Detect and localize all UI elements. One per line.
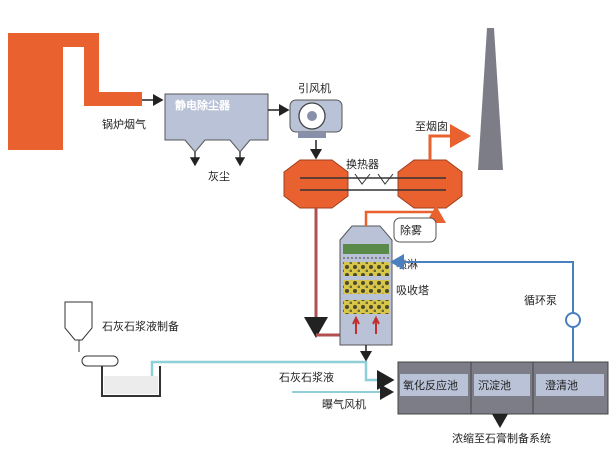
label-settling-tank: 沉淀池	[478, 378, 511, 392]
label-limestone-prep: 石灰石浆液制备	[102, 319, 179, 333]
label-clarifying-tank: 澄清池	[545, 378, 578, 392]
label-esp: 静电除尘器	[175, 98, 231, 112]
label-aeration-fan: 曝气风机	[322, 397, 366, 411]
slurry-feed-line	[150, 360, 395, 390]
absorber-tower	[339, 225, 393, 346]
label-oxidation-tank: 氧化反应池	[403, 378, 458, 392]
tank-block	[397, 361, 609, 415]
chimney	[478, 28, 503, 170]
label-ash: 灰尘	[208, 169, 230, 183]
induced-fan	[289, 99, 343, 138]
label-heat-exchanger: 换热器	[346, 157, 379, 171]
label-induced-fan: 引风机	[298, 81, 331, 95]
label-spray: 喷淋	[396, 258, 418, 271]
label-limestone-slurry: 石灰石浆液	[279, 370, 334, 384]
esp-body	[164, 93, 269, 153]
limestone-prep-unit	[64, 301, 161, 397]
label-to-gypsum: 浓缩至石膏制备系统	[452, 431, 551, 445]
duct-to-chimney	[428, 124, 471, 160]
heat-exchanger	[283, 159, 463, 209]
circulation-pump	[565, 312, 581, 328]
clean-gas-duct	[364, 205, 446, 226]
demister	[393, 217, 437, 243]
label-absorber: 吸收塔	[396, 283, 429, 297]
label-demister: 除雾	[400, 223, 422, 237]
label-to-chimney: 至烟囱	[415, 119, 448, 133]
recirculation-line	[390, 254, 574, 362]
label-boiler-flue-gas: 锅炉烟气	[102, 117, 146, 131]
label-circulation-pump: 循环泵	[524, 294, 557, 307]
boiler-flue	[8, 33, 142, 150]
